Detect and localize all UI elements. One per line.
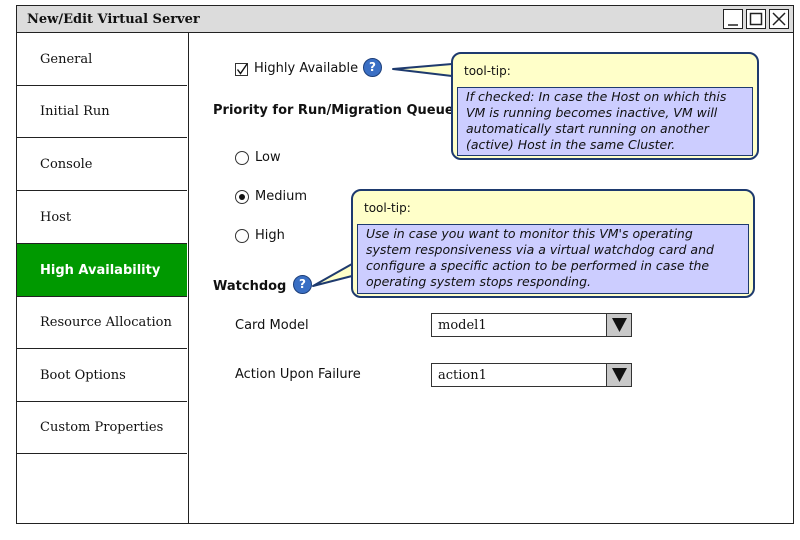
sidebar-item-label: Initial Run [40, 104, 110, 119]
sidebar-item-label: General [40, 51, 93, 67]
sidebar-item-initial-run[interactable]: Initial Run [17, 86, 187, 138]
maximize-button[interactable] [746, 9, 766, 29]
checkmark-icon [236, 63, 248, 75]
close-icon [772, 12, 786, 26]
card-model-select[interactable]: model1 [431, 313, 632, 337]
highly-available-tooltip: tool-tip: If checked: In case the Host o… [451, 52, 759, 160]
sidebar-item-resource-allocation[interactable]: Resource Allocation [17, 297, 187, 349]
chevron-down-icon[interactable] [606, 364, 631, 386]
priority-high-radio[interactable] [235, 229, 249, 243]
tooltip-header: tool-tip: [464, 64, 511, 78]
sidebar-item-general[interactable]: General [17, 33, 187, 86]
sidebar-item-host[interactable]: Host [17, 191, 187, 244]
tooltip-body: If checked: In case the Host on which th… [457, 87, 753, 156]
tooltip-header: tool-tip: [364, 201, 411, 215]
minimize-button[interactable] [723, 9, 743, 29]
action-upon-failure-value: action1 [438, 368, 487, 383]
priority-high-label: High [255, 228, 285, 243]
sidebar-item-label: Boot Options [40, 367, 126, 383]
tooltip-body: Use in case you want to monitor this VM'… [357, 224, 749, 294]
sidebar-item-label: High Availability [40, 262, 161, 278]
sidebar-item-console[interactable]: Console [17, 138, 187, 191]
minimize-icon [728, 24, 738, 26]
priority-medium-radio[interactable] [235, 190, 249, 204]
close-button[interactable] [769, 9, 789, 29]
priority-medium-label: Medium [255, 189, 307, 204]
sidebar-item-label: Custom Properties [40, 420, 164, 435]
title-bar[interactable]: New/Edit Virtual Server [17, 6, 793, 33]
sidebar-item-label: Console [40, 156, 93, 172]
sidebar: General Initial Run Console Host High Av… [17, 33, 189, 523]
window-title: New/Edit Virtual Server [27, 12, 200, 27]
highly-available-label: Highly Available [254, 61, 359, 76]
maximize-icon [749, 12, 763, 26]
highly-available-help-icon[interactable]: ? [363, 58, 382, 77]
highly-available-checkbox[interactable] [235, 63, 248, 76]
priority-low-radio[interactable] [235, 151, 249, 165]
sidebar-item-high-availability[interactable]: High Availability [17, 244, 187, 297]
radio-selected-dot [239, 194, 245, 200]
action-upon-failure-select[interactable]: action1 [431, 363, 632, 387]
watchdog-tooltip: tool-tip: Use in case you want to monito… [351, 189, 755, 298]
priority-low-label: Low [255, 150, 281, 165]
watchdog-heading: Watchdog [213, 279, 287, 294]
sidebar-item-boot-options[interactable]: Boot Options [17, 349, 187, 402]
card-model-value: model1 [438, 318, 487, 333]
card-model-label: Card Model [235, 318, 309, 333]
action-upon-failure-label: Action Upon Failure [235, 367, 361, 382]
sidebar-item-custom-properties[interactable]: Custom Properties [17, 402, 187, 454]
sidebar-item-label: Host [40, 209, 72, 225]
watchdog-help-icon[interactable]: ? [293, 275, 312, 294]
chevron-down-icon[interactable] [606, 314, 631, 336]
priority-heading: Priority for Run/Migration Queue [213, 103, 454, 118]
sidebar-item-label: Resource Allocation [40, 315, 172, 330]
